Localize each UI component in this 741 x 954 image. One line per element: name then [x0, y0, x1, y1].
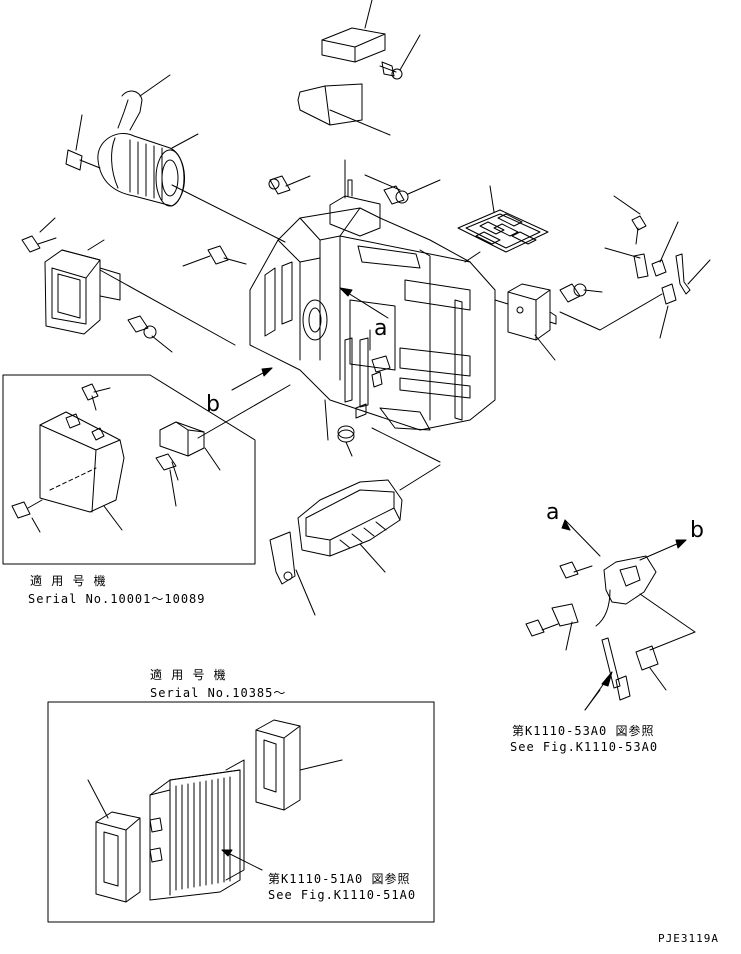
seal-pad-left [87, 779, 141, 903]
seal-pad-right [255, 719, 343, 811]
page-code: PJE3119A [658, 932, 719, 945]
lower-duct [297, 464, 441, 573]
rod-right [675, 253, 711, 295]
sensor-bracket [559, 283, 677, 339]
screw-top-right [379, 34, 421, 80]
inset-bottom-ref-jp: 第K1110-51A0 図参照 [268, 872, 411, 886]
filter-pad-top [321, 0, 386, 63]
bracket-plate-top [297, 83, 391, 136]
screw-right-top [613, 195, 647, 245]
arrow-heater-core-ref [221, 849, 263, 871]
leader-grommet [324, 399, 329, 441]
inset-left-frame [2, 374, 256, 565]
duct-left [44, 239, 236, 346]
screw-duct [127, 315, 173, 353]
detail-right-ref-en: See Fig.K1110-53A0 [510, 740, 659, 754]
actuator-box [494, 283, 557, 361]
callout-a-detail: a [546, 500, 560, 525]
screw-left-mid [182, 245, 247, 267]
inset-bottom-applicable-label: 適 用 号 機 [150, 668, 227, 682]
inset-left-serial: Serial No.10001〜10089 [28, 592, 206, 606]
inset-bottom-serial: Serial No.10385〜 [150, 686, 287, 700]
screw-motor [65, 114, 101, 171]
callout-a-main: a [374, 316, 388, 341]
pipe-connectors [344, 329, 391, 419]
heater-unit-body [249, 159, 496, 431]
blower-motor [97, 74, 286, 243]
arrow-a-main [339, 287, 389, 319]
heater-core [149, 759, 245, 901]
leader-lower [371, 427, 441, 463]
screw-left-top [21, 217, 57, 253]
inset-left-applicable-label: 適 用 号 機 [30, 574, 107, 588]
callout-b-main: b [206, 392, 220, 417]
screw-motor-2 [268, 175, 311, 195]
detail-right-ref-jp: 第K1110-53A0 図参照 [512, 724, 655, 738]
arrow-b-main [231, 367, 273, 391]
inset-bottom-ref-en: See Fig.K1110-51A0 [268, 888, 417, 902]
inset-bottom-frame [47, 701, 435, 923]
inset-left-parts [11, 383, 291, 533]
screw-top-center [383, 179, 441, 205]
callout-b-detail: b [690, 518, 704, 543]
grommet [337, 425, 355, 457]
screw-actuator [559, 283, 603, 303]
nut-right [651, 221, 679, 277]
detail-right-parts [525, 519, 696, 711]
bracket-lower-left [269, 531, 316, 616]
air-filter-screen [457, 185, 549, 263]
clip-right [604, 247, 649, 279]
